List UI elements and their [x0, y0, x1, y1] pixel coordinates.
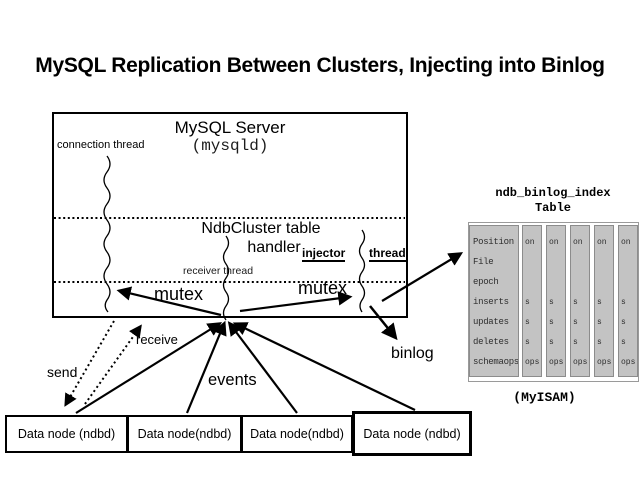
data-node-box-1: Data node (ndbd) [5, 415, 128, 453]
send-arrow [64, 320, 115, 407]
events-arrow-node1 [75, 322, 223, 414]
table-cell: s [525, 337, 530, 347]
table-cell [595, 272, 613, 292]
table-cell: s [621, 317, 626, 327]
events-label: events [208, 371, 257, 389]
events-arrow-node2 [185, 320, 227, 414]
table-cell [523, 252, 541, 272]
data-node-label: Data node (ndbd) [363, 426, 461, 441]
mutex-right-label: mutex [298, 278, 348, 298]
table-cell [571, 272, 589, 292]
table-cell: on [525, 237, 535, 247]
data-node-label: Data node(ndbd) [137, 427, 232, 441]
injector-thread-label-word2: thread [369, 246, 406, 262]
table-record-column: on s s s ops [570, 225, 590, 377]
binlog-arrow [369, 305, 398, 341]
data-node-box-4: Data node (ndbd) [352, 411, 472, 456]
receive-arrow [84, 324, 142, 405]
receive-label: receive [136, 332, 178, 347]
field-label: File [473, 257, 494, 267]
table-cell [619, 252, 637, 272]
table-cell: s [549, 317, 554, 327]
table-cell: s [597, 317, 602, 327]
table-cell: on [549, 237, 559, 247]
mysql-server-box [52, 112, 408, 318]
page-title: MySQL Replication Between Clusters, Inje… [35, 54, 605, 77]
send-label: send [47, 364, 78, 380]
connection-thread-label: connection thread [57, 139, 145, 151]
table-cell: s [597, 297, 602, 307]
table-record-column: on s s s ops [546, 225, 566, 377]
table-cell: ops [597, 357, 612, 367]
table-record-column: on s s s ops [618, 225, 638, 377]
ndb-binlog-index-subtitle: Table [534, 201, 571, 215]
table-cell [523, 272, 541, 292]
field-label: updates [473, 317, 509, 327]
receiver-thread-squiggle-icon [222, 235, 230, 321]
field-label: inserts [473, 297, 509, 307]
table-cell: on [573, 237, 583, 247]
table-cell: on [597, 237, 607, 247]
table-record-column: on s s s ops [594, 225, 614, 377]
table-cell: s [573, 337, 578, 347]
ndb-binlog-index-table: Position File epoch inserts updates dele… [468, 222, 639, 382]
binlog-label: binlog [391, 345, 434, 362]
table-cell: s [525, 317, 530, 327]
data-node-label: Data node(ndbd) [250, 427, 344, 441]
mutex-left-label: mutex [154, 284, 204, 304]
field-label: Position [473, 237, 514, 247]
events-arrow-node3 [227, 321, 298, 414]
table-cell: s [621, 297, 626, 307]
table-cell: s [621, 337, 626, 347]
table-record-column: on s s s ops [522, 225, 542, 377]
mutex-right-arrow [239, 291, 353, 313]
receiver-thread-label: receiver thread [183, 265, 254, 277]
table-cell: s [525, 297, 530, 307]
table-field-column: Position File epoch inserts updates dele… [469, 225, 519, 377]
table-cell [547, 272, 565, 292]
table-cell [547, 252, 565, 272]
field-label: deletes [473, 337, 509, 347]
table-cell: ops [573, 357, 588, 367]
table-cell: s [573, 297, 578, 307]
data-node-box-3: Data node(ndbd) [241, 415, 353, 453]
injector-thread-squiggle-icon [358, 229, 366, 313]
to-binlog-index-table-arrow [381, 252, 464, 302]
injector-thread-label-word1: injector [302, 246, 346, 262]
ndbcluster-handler-label-line1: NdbCluster table [201, 220, 321, 237]
table-cell: on [621, 237, 631, 247]
table-cell: s [573, 317, 578, 327]
table-cell: ops [549, 357, 564, 367]
connection-thread-squiggle-icon [103, 155, 111, 313]
data-node-box-2: Data node(ndbd) [127, 415, 242, 453]
mysqld-subtitle: (mysqld) [191, 137, 269, 155]
events-arrow-node4 [232, 322, 416, 411]
myisam-engine-label: (MyISAM) [513, 390, 576, 405]
table-cell: s [549, 297, 554, 307]
table-cell: s [597, 337, 602, 347]
field-label: epoch [473, 277, 499, 287]
ndb-binlog-index-title: ndb_binlog_index [495, 186, 611, 200]
mutex-left-arrow [116, 286, 222, 317]
ndbcluster-handler-label-line2: handler [247, 239, 301, 256]
table-cell [595, 252, 613, 272]
table-cell [619, 272, 637, 292]
field-label: schemaops [473, 357, 519, 367]
table-cell: ops [621, 357, 636, 367]
data-node-label: Data node (ndbd) [17, 427, 116, 441]
table-cell [571, 252, 589, 272]
table-cell: s [549, 337, 554, 347]
table-cell: ops [525, 357, 540, 367]
mysql-server-title: MySQL Server [174, 118, 286, 137]
